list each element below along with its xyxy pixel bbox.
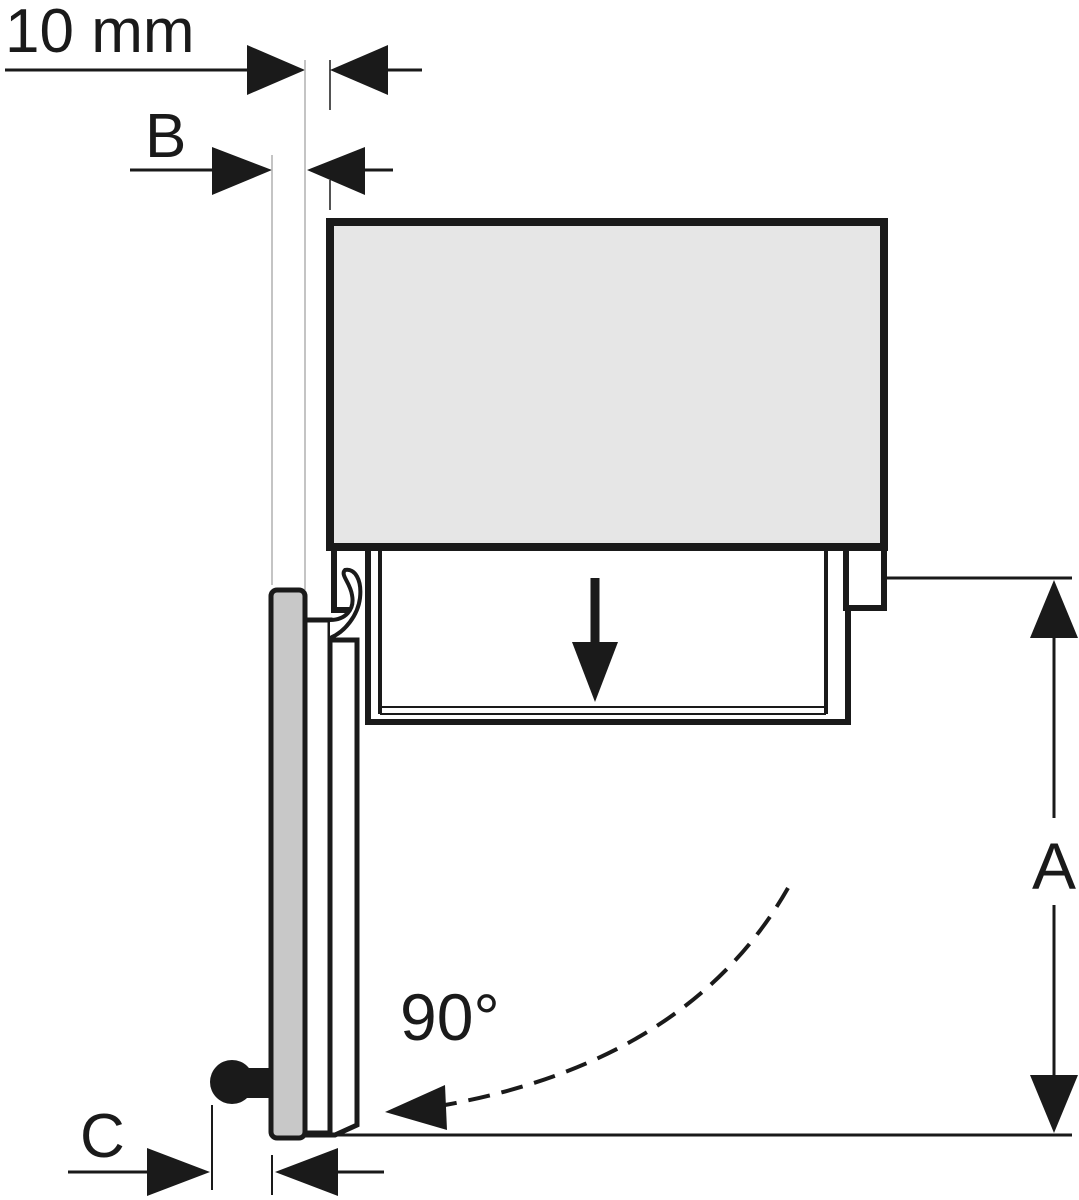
dimension-c: C	[68, 1102, 384, 1196]
arrow-down-icon	[572, 642, 618, 702]
dimension-b: B	[130, 102, 393, 195]
label-c: C	[80, 1102, 125, 1171]
arrow-right-icon	[247, 45, 305, 95]
arrow-up-icon	[1030, 580, 1078, 638]
arrow-right-icon	[212, 147, 272, 195]
appliance-cabinet	[326, 218, 888, 613]
guide-lines	[271, 60, 331, 590]
rotation-indicator: 90°	[385, 887, 790, 1130]
arrow-right-icon	[147, 1148, 210, 1196]
arrow-left-icon	[385, 1085, 447, 1130]
front-door	[268, 567, 363, 1141]
handle-knob	[210, 1060, 272, 1104]
dimension-10mm: 10 mm	[5, 0, 422, 95]
arrow-left-icon	[275, 1148, 338, 1196]
drawer	[365, 547, 851, 725]
knob-icon	[210, 1060, 254, 1104]
arrow-down-icon	[1030, 1075, 1078, 1133]
label-10mm: 10 mm	[5, 0, 194, 66]
label-b: B	[145, 102, 186, 171]
label-angle: 90°	[400, 980, 500, 1054]
label-a: A	[1032, 829, 1076, 903]
arrow-left-icon	[330, 45, 388, 95]
arrow-left-icon	[307, 147, 365, 195]
dimension-a: A	[335, 576, 1078, 1137]
